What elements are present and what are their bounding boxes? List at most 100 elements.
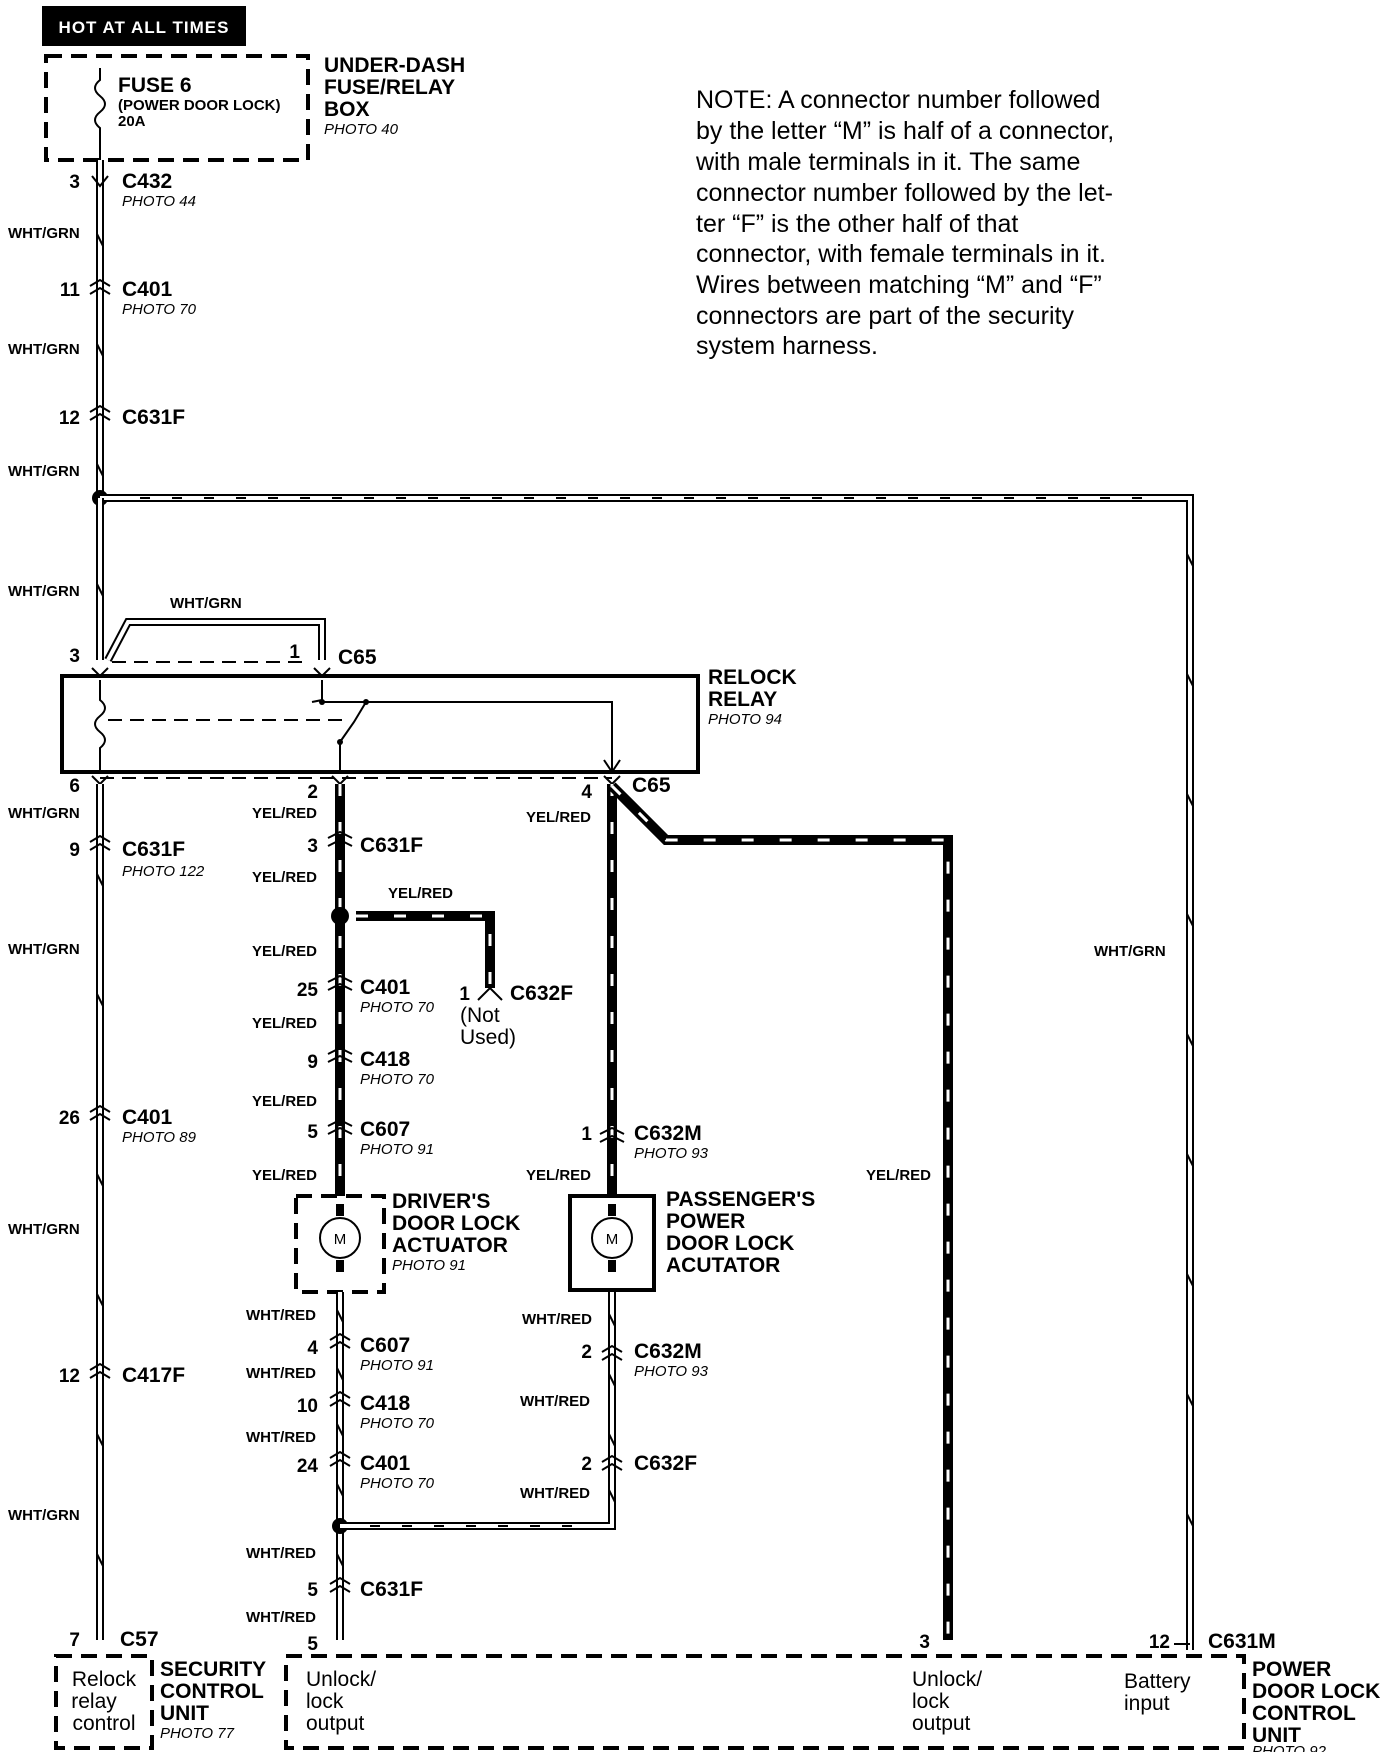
- wire-label-wht-red: WHT/RED: [520, 1485, 590, 1502]
- fuse-box-title-1: UNDER-DASH: [324, 54, 465, 77]
- wire-wht-red-driver: [336, 1292, 344, 1640]
- hot-at-all-times-badge: HOT AT ALL TIMES: [42, 6, 246, 46]
- fuse-description: (POWER DOOR LOCK): [118, 97, 281, 114]
- wire-label-wht-red: WHT/RED: [246, 1365, 316, 1382]
- svg-text:by the letter “M” is half of a: by the letter “M” is half of a connector…: [696, 117, 1114, 145]
- c432-connector: 3 C432 PHOTO 44: [69, 170, 196, 210]
- svg-text:9: 9: [307, 1052, 318, 1073]
- security-control-unit: Relock relay control SECURITY CONTROL UN…: [54, 1654, 266, 1750]
- wire-label-yel-red: YEL/RED: [252, 1093, 317, 1110]
- svg-text:PHOTO 93: PHOTO 93: [634, 1145, 709, 1162]
- wire-label-wht-grn: WHT/GRN: [8, 463, 80, 480]
- svg-text:PHOTO 70: PHOTO 70: [122, 301, 197, 318]
- svg-text:PHOTO 70: PHOTO 70: [360, 1415, 435, 1432]
- relock-relay: 3 1 C65 RELOCK RELAY PHOTO 94 6 2 4 C65: [60, 642, 797, 803]
- svg-text:POWER: POWER: [666, 1210, 745, 1233]
- svg-text:PHOTO 70: PHOTO 70: [360, 1071, 435, 1088]
- wire-label-yel-red: YEL/RED: [252, 943, 317, 960]
- svg-text:ACTUATOR: ACTUATOR: [392, 1234, 508, 1257]
- svg-text:4: 4: [307, 1338, 318, 1359]
- fuse-box-title-2: FUSE/RELAY: [324, 76, 455, 99]
- svg-text:Unlock/: Unlock/: [306, 1668, 376, 1691]
- svg-text:Relock: Relock: [72, 1668, 137, 1691]
- svg-text:C631M: C631M: [1208, 1630, 1276, 1653]
- svg-text:connectors are part of the sec: connectors are part of the security: [696, 302, 1074, 330]
- svg-text:lock: lock: [912, 1690, 950, 1713]
- c631f-connector-driver: 3 C631F: [307, 830, 423, 857]
- svg-text:output: output: [912, 1712, 971, 1735]
- svg-text:1: 1: [459, 984, 470, 1005]
- wire-yel-red-not-used: [356, 911, 495, 988]
- svg-text:24: 24: [297, 1456, 319, 1477]
- svg-text:control: control: [72, 1712, 135, 1735]
- svg-text:M: M: [334, 1231, 347, 1248]
- wire-label-wht-grn: WHT/GRN: [8, 941, 80, 958]
- svg-text:C401: C401: [360, 1452, 411, 1475]
- svg-text:2: 2: [581, 1342, 592, 1363]
- fuse-rating: 20A: [118, 113, 146, 130]
- svg-text:7: 7: [69, 1630, 80, 1651]
- fuse-name: FUSE 6: [118, 74, 192, 97]
- svg-text:C65: C65: [338, 646, 377, 669]
- svg-text:PHOTO 77: PHOTO 77: [160, 1725, 235, 1742]
- svg-text:DOOR LOCK: DOOR LOCK: [1252, 1680, 1380, 1703]
- wire-wht-grn-to-relay: [96, 498, 104, 660]
- svg-text:C631F: C631F: [360, 834, 423, 857]
- svg-text:connector number followed by t: connector number followed by the let-: [696, 179, 1113, 207]
- svg-text:HOT AT ALL TIMES: HOT AT ALL TIMES: [59, 18, 230, 37]
- svg-text:system harness.: system harness.: [696, 332, 878, 360]
- svg-text:C607: C607: [360, 1118, 410, 1141]
- svg-text:3: 3: [69, 172, 80, 193]
- wire-wht-grn-pin6: [96, 784, 104, 1640]
- svg-text:Used): Used): [460, 1026, 516, 1049]
- c401-connector-pin6: 26 C401 PHOTO 89: [59, 1104, 197, 1146]
- wire-label-yel-red: YEL/RED: [866, 1167, 931, 1184]
- svg-text:C418: C418: [360, 1048, 411, 1071]
- svg-text:C631F: C631F: [360, 1578, 423, 1601]
- wire-label-wht-grn: WHT/GRN: [8, 225, 80, 242]
- svg-text:Battery: Battery: [1124, 1670, 1191, 1693]
- svg-text:C632M: C632M: [634, 1340, 702, 1363]
- svg-text:C631F: C631F: [122, 406, 185, 429]
- svg-text:C57: C57: [120, 1628, 159, 1651]
- svg-text:PHOTO 94: PHOTO 94: [708, 711, 782, 728]
- svg-text:PASSENGER'S: PASSENGER'S: [666, 1188, 815, 1211]
- svg-text:connector, with female termina: connector, with female terminals in it.: [696, 240, 1106, 268]
- svg-text:PHOTO 91: PHOTO 91: [360, 1357, 434, 1374]
- svg-text:UNIT: UNIT: [160, 1702, 209, 1725]
- svg-text:2: 2: [581, 1454, 592, 1475]
- svg-text:POWER: POWER: [1252, 1658, 1331, 1681]
- wire-label-yel-red: YEL/RED: [252, 869, 317, 886]
- svg-text:output: output: [306, 1712, 365, 1735]
- c607-connector-driver: 5 C607 PHOTO 91: [307, 1118, 434, 1158]
- wire-label-yel-red: YEL/RED: [526, 1167, 591, 1184]
- wire-label-wht-red: WHT/RED: [246, 1609, 316, 1626]
- svg-text:4: 4: [581, 782, 592, 803]
- wire-label-yel-red: YEL/RED: [252, 1015, 317, 1032]
- svg-text:3: 3: [307, 836, 318, 857]
- svg-text:C417F: C417F: [122, 1364, 185, 1387]
- svg-text:C401: C401: [122, 1106, 173, 1129]
- wire-label-wht-red: WHT/RED: [522, 1311, 592, 1328]
- svg-text:12: 12: [1149, 1632, 1170, 1653]
- c632m-connector-passenger: 1 C632M PHOTO 93: [581, 1122, 708, 1162]
- svg-text:UNIT: UNIT: [1252, 1724, 1301, 1747]
- c631m-connector: 3 12 C631M: [919, 1630, 1275, 1653]
- svg-text:Unlock/: Unlock/: [912, 1668, 982, 1691]
- svg-text:10: 10: [297, 1396, 318, 1417]
- svg-text:26: 26: [59, 1108, 80, 1129]
- svg-text:C632F: C632F: [510, 982, 573, 1005]
- wire-label-wht-grn: WHT/GRN: [8, 805, 80, 822]
- svg-text:2: 2: [307, 782, 318, 803]
- svg-text:PHOTO 91: PHOTO 91: [392, 1257, 466, 1274]
- svg-text:C631F: C631F: [122, 838, 185, 861]
- svg-text:C401: C401: [122, 278, 173, 301]
- svg-text:SECURITY: SECURITY: [160, 1658, 266, 1681]
- svg-text:C418: C418: [360, 1392, 411, 1415]
- svg-text:3: 3: [919, 1632, 930, 1653]
- c57-connector: 7 C57: [69, 1628, 158, 1651]
- passengers-power-door-lock-actuator: M PASSENGER'S POWER DOOR LOCK ACUTATOR: [568, 1188, 815, 1292]
- c418-connector-driver-lower: 10 C418 PHOTO 70: [297, 1390, 435, 1432]
- svg-text:C401: C401: [360, 976, 411, 999]
